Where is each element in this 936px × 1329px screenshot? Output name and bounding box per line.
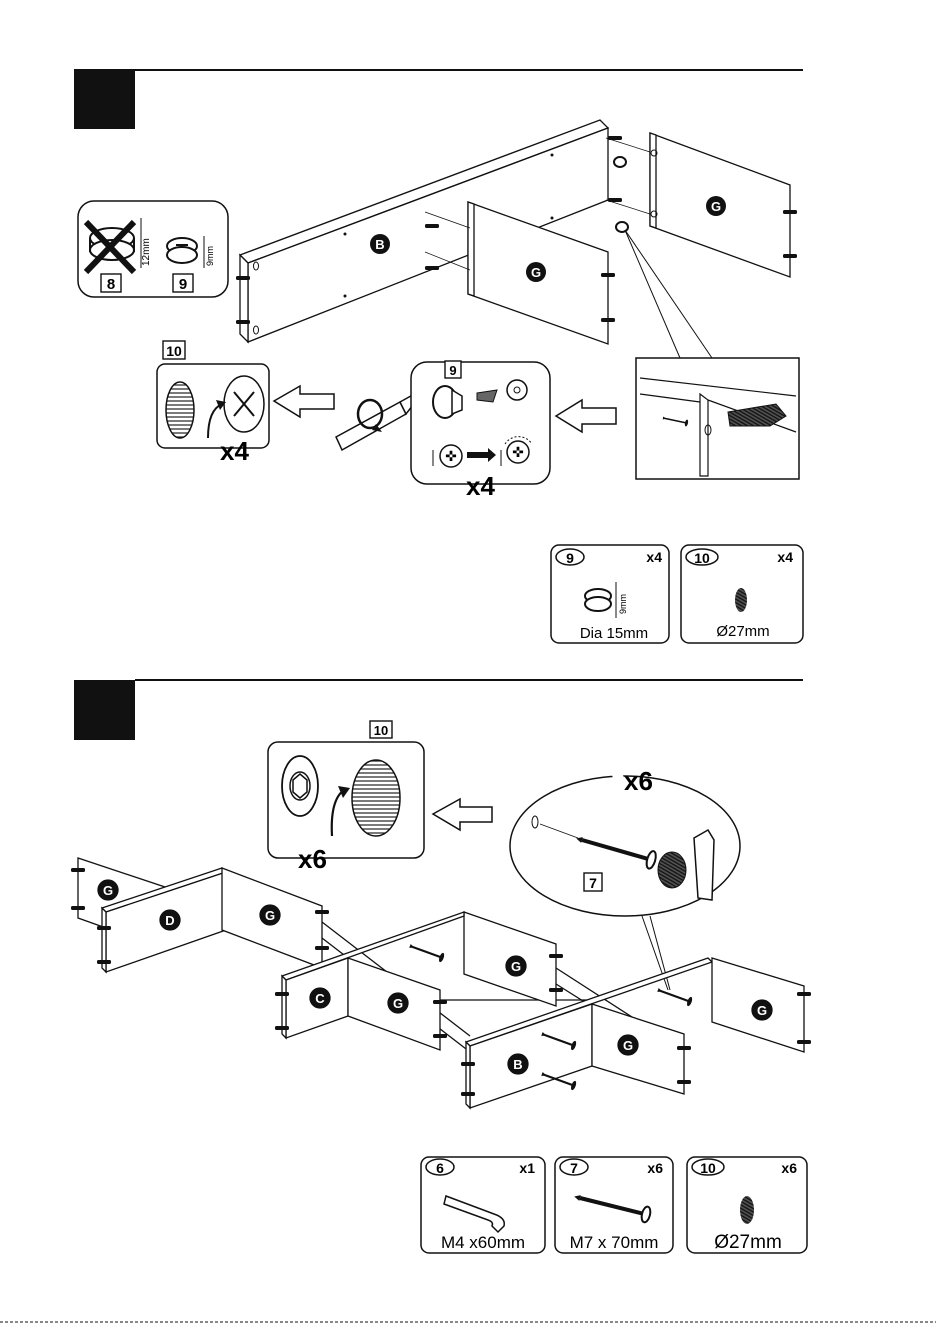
cap-detail-part: 10 (166, 343, 182, 359)
part-10-size: Ø27mm (716, 623, 769, 640)
panel-c-letter: C (315, 991, 325, 1006)
part-6-number: 6 (436, 1160, 444, 1176)
svg-text:✜: ✜ (445, 448, 457, 464)
cam-selection-box: 12mm 8 9mm 9 (78, 201, 228, 297)
panel-b2-letter: B (513, 1057, 522, 1072)
step2-cap-part: 10 (374, 723, 388, 738)
step1-parts: 9 x4 9mm Dia 15mm 10 x4 Ø27mm (551, 545, 803, 643)
panel-g4-letter: G (511, 959, 521, 974)
panel-g-right: G (650, 133, 797, 277)
cam-detail-part: 9 (449, 363, 456, 378)
arrow-left-icon-3 (433, 799, 492, 830)
zoom-detail (636, 358, 799, 479)
part-7-size: M7 x 70mm (570, 1233, 659, 1252)
part-9-size: Dia 15mm (580, 625, 648, 642)
panel-g4: G (464, 912, 556, 1006)
cam-8-label: 8 (107, 276, 115, 293)
panel-b-letter: B (375, 237, 384, 252)
cap-detail: 10 x4 (157, 341, 269, 466)
panel-g2-letter: G (265, 908, 275, 923)
part-10-card: 10 x4 Ø27mm (681, 545, 803, 643)
panel-g-middle-letter: G (531, 265, 541, 280)
svg-text:✜: ✜ (512, 444, 524, 460)
cam-8-height: 12mm (141, 238, 152, 266)
panel-g5-letter: G (623, 1038, 633, 1053)
part-10b-qty: x6 (781, 1160, 797, 1176)
panel-g6-letter: G (757, 1003, 767, 1018)
part-9-height: 9mm (618, 594, 628, 614)
panel-g1-letter: G (103, 883, 113, 898)
screw-detail-count: x6 (624, 766, 653, 796)
panel-g3-letter: G (393, 996, 403, 1011)
screw-detail-part: 7 (589, 875, 597, 891)
part-10b-number: 10 (700, 1160, 716, 1176)
panel-g-right-letter: G (711, 199, 721, 214)
panel-d-letter: D (165, 913, 174, 928)
arrow-left-icon (274, 386, 334, 417)
part-10b-card: 10 x6 Ø27mm (687, 1157, 807, 1253)
step2-header-block (74, 680, 135, 740)
cam-9-icon (167, 238, 197, 263)
part-10-qty: x4 (777, 549, 793, 565)
part-7-card: 7 x6 M7 x 70mm (555, 1157, 673, 1253)
panel-g3: G (348, 958, 440, 1050)
step2: 10 x6 x6 7 (71, 680, 811, 1253)
part-7-number: 7 (570, 1160, 578, 1176)
part-9-number: 9 (566, 550, 574, 566)
panel-g2: G (222, 868, 322, 968)
panel-g6: G (712, 958, 804, 1052)
panel-g5: G (592, 1004, 684, 1094)
part-7-qty: x6 (647, 1160, 663, 1176)
part-10-number: 10 (694, 550, 710, 566)
step2-parts: 6 x1 M4 x60mm 7 x6 M7 x 70mm (421, 1157, 807, 1253)
part-6-size: M4 x60mm (441, 1233, 525, 1252)
cap-detail-count: x4 (220, 436, 249, 466)
step1: B G G (74, 69, 803, 643)
step2-cap-detail: 10 x6 (268, 721, 424, 874)
part-9-card: 9 x4 9mm Dia 15mm (551, 545, 669, 643)
part-10b-size: Ø27mm (714, 1232, 782, 1253)
step1-header-block (74, 69, 135, 129)
part-6-card: 6 x1 M4 x60mm (421, 1157, 545, 1253)
cam-detail: 9 ✜ ✜ x4 (411, 361, 550, 501)
cam-9-height: 9mm (205, 246, 215, 266)
screwdriver-icon (336, 392, 420, 450)
cam-9-label: 9 (179, 276, 187, 293)
part-9-qty: x4 (646, 549, 662, 565)
arrow-left-icon-2 (556, 400, 616, 432)
cam-detail-count: x4 (466, 471, 495, 501)
step2-cap-count: x6 (298, 844, 327, 874)
part-6-qty: x1 (519, 1160, 535, 1176)
